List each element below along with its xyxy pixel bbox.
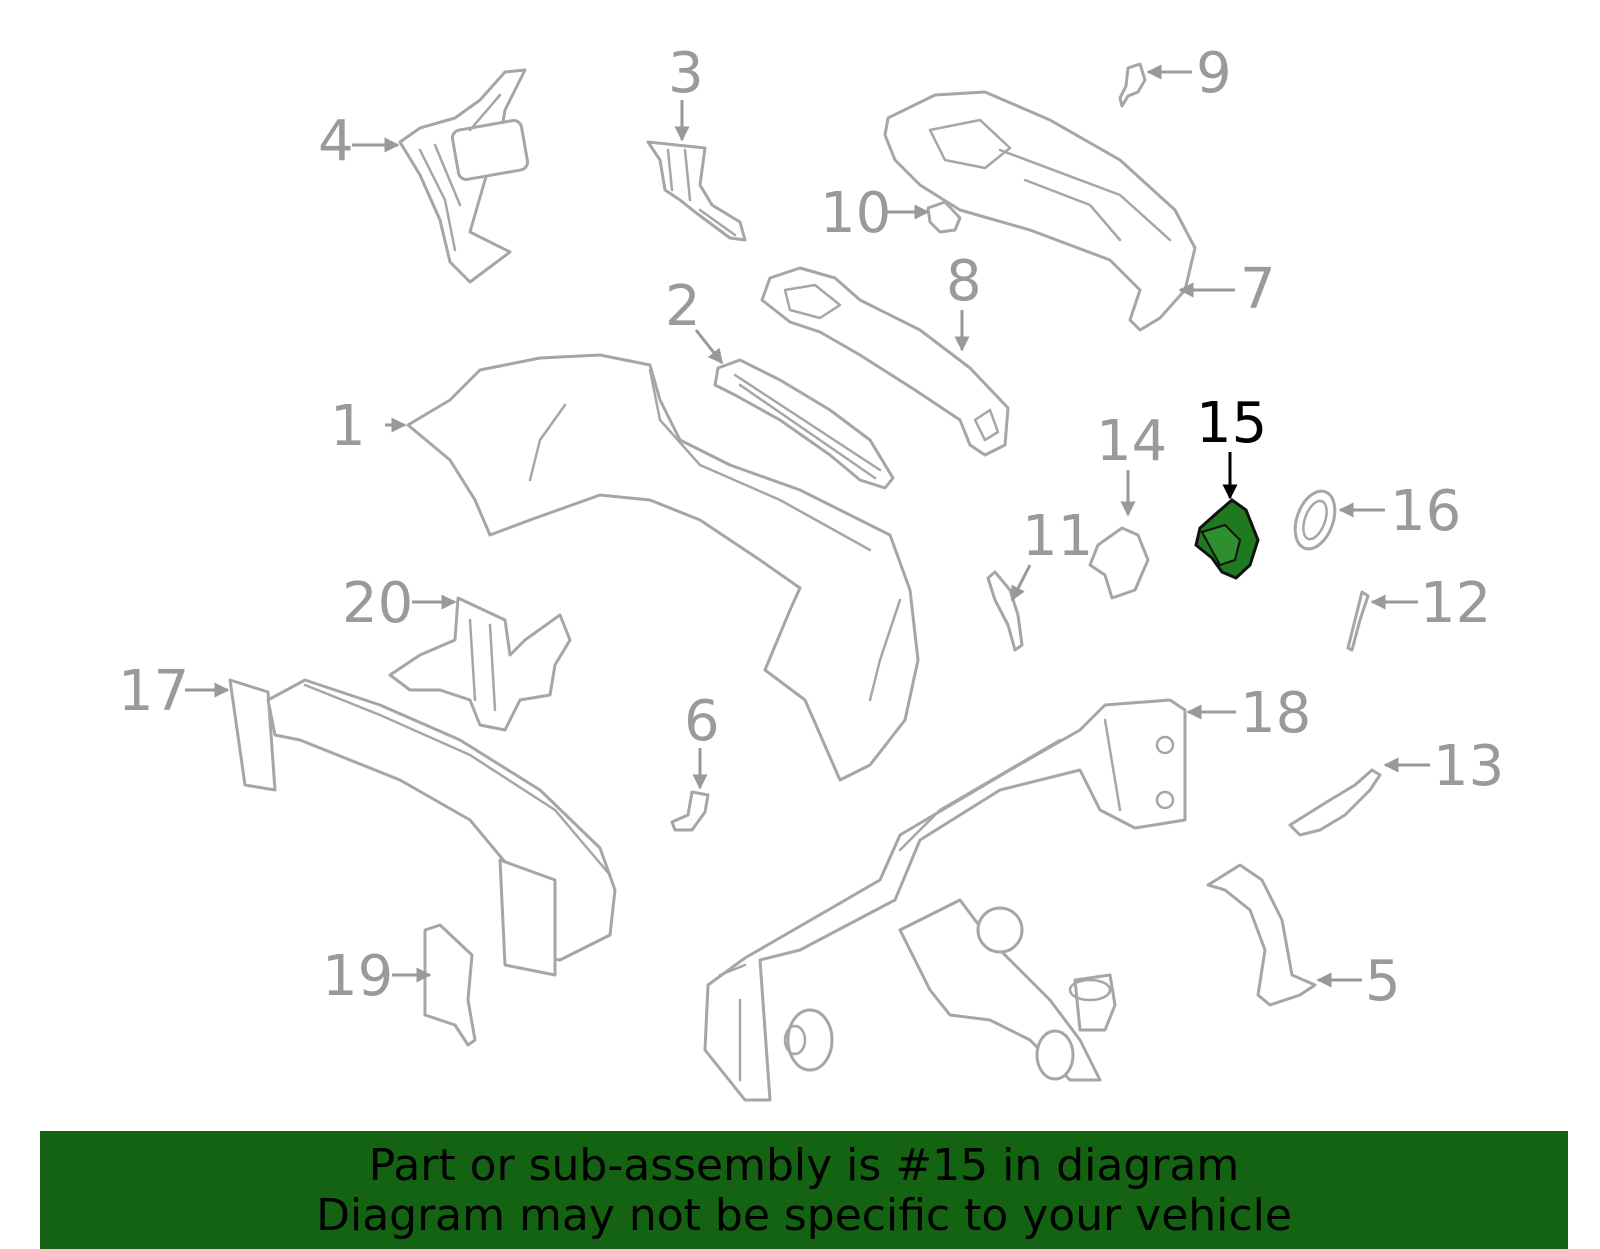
parts-diagram: 1 2 3 4 5 6 7 8 9 10 11 12 13 14 15 16 1… (118, 41, 1504, 1102)
leader-11 (1010, 564, 1032, 602)
part-6-clip (670, 790, 710, 832)
part-15-highlighted (1194, 498, 1260, 580)
part-14-bracket (1088, 526, 1150, 600)
callout-9: 9 (1196, 41, 1232, 106)
part-18-tow-hitch (703, 698, 1187, 1102)
part-11-strip (986, 570, 1024, 652)
callout-3: 3 (668, 41, 704, 106)
callout-4: 4 (318, 109, 354, 174)
leader-2 (694, 329, 724, 365)
callout-7: 7 (1240, 257, 1276, 322)
callout-2: 2 (665, 274, 701, 339)
info-banner: Part or sub-assembly is #15 in diagram D… (40, 1131, 1568, 1249)
callout-5: 5 (1365, 949, 1401, 1014)
callout-10: 10 (820, 181, 891, 246)
callout-15: 15 (1196, 391, 1267, 456)
callout-6: 6 (684, 689, 720, 754)
part-4-bracket (398, 68, 530, 284)
callout-20: 20 (342, 571, 413, 636)
banner-line-1: Part or sub-assembly is #15 in diagram (368, 1140, 1240, 1191)
callout-1: 1 (330, 394, 366, 459)
callout-13: 13 (1433, 734, 1504, 799)
part-1-bumper-cover (406, 353, 920, 782)
part-8-trim (760, 266, 1010, 457)
part-2-grille (713, 358, 895, 490)
part-19-plate (423, 923, 477, 1047)
banner-line-2: Diagram may not be specific to your vehi… (316, 1190, 1292, 1241)
callout-16: 16 (1390, 479, 1461, 544)
part-3-bracket (646, 140, 747, 242)
part-5-guard (1206, 863, 1317, 1007)
callout-17: 17 (118, 659, 189, 724)
part-13-bracket (1288, 768, 1382, 837)
callout-11: 11 (1022, 504, 1093, 569)
part-17-beam (228, 678, 617, 977)
part-16-ring (1293, 489, 1337, 551)
leader-lines (185, 64, 1430, 988)
callout-19: 19 (322, 944, 393, 1009)
callout-18: 18 (1240, 681, 1311, 746)
part-9-clip (1118, 62, 1147, 108)
callout-12: 12 (1420, 571, 1491, 636)
part-12-strip (1346, 590, 1370, 652)
part-20-bracket (388, 596, 572, 732)
callout-8: 8 (946, 249, 982, 314)
callout-14: 14 (1096, 409, 1167, 474)
part-7-diffuser (883, 90, 1197, 332)
callout-labels: 1 2 3 4 5 6 7 8 9 10 11 12 13 14 15 16 1… (118, 41, 1504, 1014)
